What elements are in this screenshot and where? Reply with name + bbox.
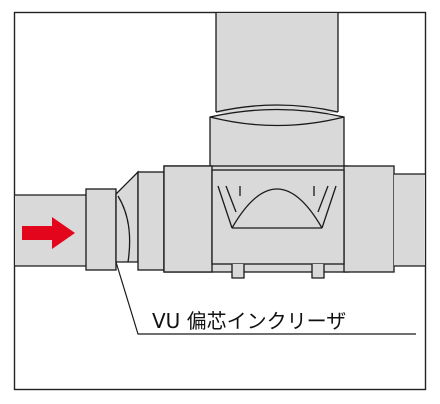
- tee-inner-rib-2: [225, 185, 237, 213]
- tee-branch-opening: [231, 188, 323, 229]
- tee-inner-right-rib: [321, 185, 337, 229]
- outlet-pipe: [394, 174, 425, 266]
- tee-centre: [211, 169, 345, 265]
- tee-foot-right: [311, 264, 325, 279]
- increaser-cone-contour: [117, 195, 131, 263]
- callout-leader-line: [115, 261, 416, 335]
- branch-socket-collar: [209, 108, 345, 171]
- tee-inner-rib-3: [317, 185, 329, 213]
- branch-socket-rim: [209, 116, 345, 127]
- vertical-pipe-end: [215, 104, 339, 113]
- increaser-body: [137, 171, 165, 271]
- tee-right-socket: [343, 165, 395, 273]
- callout-label: VU 偏芯インクリーザ: [152, 309, 346, 333]
- tee-foot-left: [231, 264, 245, 279]
- tee-left-socket: [163, 165, 213, 273]
- increaser-socket: [85, 188, 117, 271]
- flow-arrow-icon: [22, 217, 75, 249]
- vertical-branch-pipe: [216, 13, 338, 113]
- tee-inner-left-rib: [217, 185, 233, 229]
